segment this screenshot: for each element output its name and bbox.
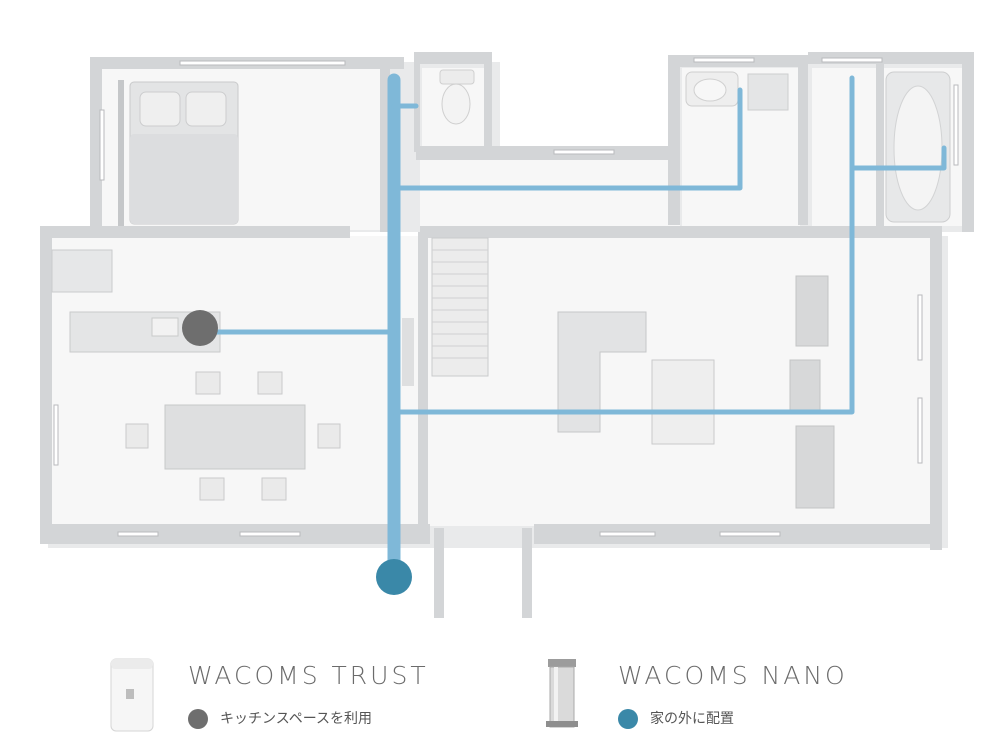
dining-set	[125, 371, 341, 501]
legend-nano-note: 家の外に配置	[650, 711, 734, 727]
legend-trust: WACOMS TRUST キッチンスペースを利用	[108, 655, 468, 735]
toilet	[439, 69, 475, 125]
legend-trust-note: キッチンスペースを利用	[220, 711, 373, 727]
legend-nano-dot	[618, 709, 638, 729]
windows	[53, 57, 959, 537]
legend-trust-dot	[188, 709, 208, 729]
stainless-filter-tank-icon	[546, 659, 578, 728]
legend-trust-title: WACOMS TRUST	[188, 661, 429, 690]
floor-plan	[40, 52, 974, 618]
sofa	[557, 311, 715, 445]
legend-nano-title: WACOMS NANO	[618, 661, 848, 690]
legend-nano: WACOMS NANO 家の外に配置	[538, 655, 898, 735]
water-pipes	[207, 73, 947, 567]
outdoor-filter-marker	[376, 559, 412, 595]
water-purifier-cabinet-icon	[110, 658, 154, 732]
staircase	[402, 237, 489, 386]
wash-basin	[685, 71, 789, 111]
bathtub	[885, 71, 951, 223]
bed	[129, 81, 239, 225]
kitchen-purifier-marker	[182, 310, 218, 346]
shelves	[789, 275, 835, 509]
